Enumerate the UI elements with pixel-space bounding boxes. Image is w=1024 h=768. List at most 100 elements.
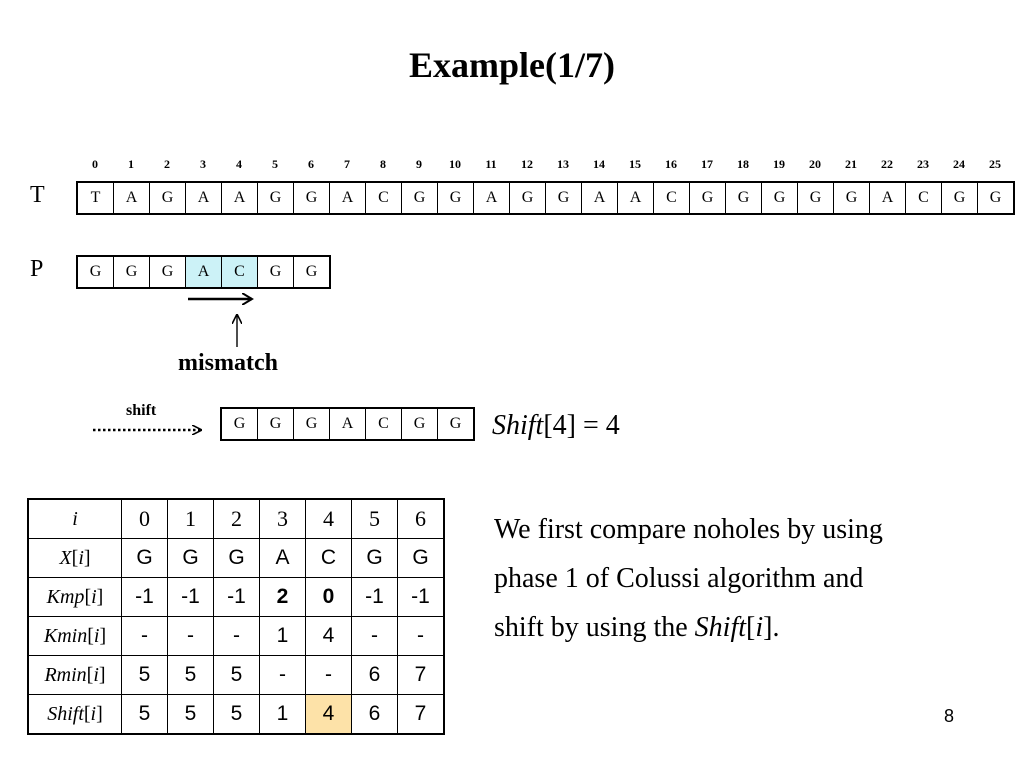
slide-title: Example(1/7) xyxy=(409,45,615,85)
index-number: 22 xyxy=(881,157,893,171)
pattern-cell: G xyxy=(113,255,150,289)
page-number: 8 xyxy=(944,706,955,726)
table-cell: G xyxy=(213,538,260,578)
table-header-cell: 5 xyxy=(351,498,398,539)
description-line-2: phase 1 of Colussi algorithm and xyxy=(494,563,864,594)
text-cell: G xyxy=(797,181,834,215)
text-cell: T xyxy=(76,181,114,215)
pattern-cell: G xyxy=(257,255,294,289)
text-cell: G xyxy=(689,181,726,215)
shifted-pattern-cell: G xyxy=(293,407,330,441)
table-cell: 2 xyxy=(259,577,306,617)
table-cell: - xyxy=(305,655,352,695)
index-number: 5 xyxy=(272,157,278,171)
index-number: 14 xyxy=(593,157,605,171)
index-number: 11 xyxy=(485,157,497,171)
table-cell: 4 xyxy=(305,616,352,656)
index-number: 15 xyxy=(629,157,641,171)
text-cell: C xyxy=(653,181,690,215)
table-cell: 7 xyxy=(397,694,445,735)
table-header-cell: 1 xyxy=(167,498,214,539)
index-number: 0 xyxy=(92,157,98,171)
text-cell: G xyxy=(977,181,1015,215)
mismatch-label: mismatch xyxy=(178,350,278,376)
table-header-cell: 0 xyxy=(121,498,168,539)
description-line-3: shift by using the Shift[i]. xyxy=(494,612,780,643)
index-number: 6 xyxy=(308,157,314,171)
pattern-label: P xyxy=(30,256,44,282)
table-cell: C xyxy=(305,538,352,578)
row-header: i xyxy=(27,498,122,539)
shift-equation-func: Shift xyxy=(492,410,544,441)
table-cell: 5 xyxy=(121,655,168,695)
table-cell: G xyxy=(351,538,398,578)
index-number: 17 xyxy=(701,157,713,171)
pattern-cell: A xyxy=(185,255,222,289)
table-cell: - xyxy=(213,616,260,656)
table-cell: 5 xyxy=(213,694,260,735)
table-cell: - xyxy=(167,616,214,656)
index-number: 4 xyxy=(236,157,242,171)
table-cell: - xyxy=(259,655,306,695)
table-cell: 5 xyxy=(167,694,214,735)
index-number: 18 xyxy=(737,157,749,171)
index-number: 1 xyxy=(128,157,134,171)
index-number: 16 xyxy=(665,157,677,171)
index-number: 12 xyxy=(521,157,533,171)
shifted-pattern-cell: A xyxy=(329,407,366,441)
index-number: 24 xyxy=(953,157,965,171)
description-line-3-prefix: shift by using the xyxy=(494,612,695,643)
text-cell: A xyxy=(329,181,366,215)
table-cell: 6 xyxy=(351,655,398,695)
table-cell: 4 xyxy=(305,694,352,735)
table-cell: G xyxy=(121,538,168,578)
text-cell: G xyxy=(545,181,582,215)
index-number: 23 xyxy=(917,157,929,171)
pattern-cell: G xyxy=(293,255,331,289)
index-number: 9 xyxy=(416,157,422,171)
table-cell: - xyxy=(351,616,398,656)
index-number: 20 xyxy=(809,157,821,171)
description: We first compare noholes by using phase … xyxy=(494,505,994,652)
shifted-pattern-cell: G xyxy=(220,407,258,441)
row-header: X[i] xyxy=(27,538,122,578)
description-func: Shift xyxy=(694,612,747,643)
text-cell: G xyxy=(401,181,438,215)
table-header-cell: 2 xyxy=(213,498,260,539)
description-line-1: We first compare noholes by using xyxy=(494,514,883,545)
text-cell: G xyxy=(509,181,546,215)
table-cell: 1 xyxy=(259,616,306,656)
pattern-cell: C xyxy=(221,255,258,289)
table-cell: -1 xyxy=(167,577,214,617)
shift-label: shift xyxy=(126,402,157,419)
table-cell: 6 xyxy=(351,694,398,735)
shifted-pattern-cell: C xyxy=(365,407,402,441)
shifted-pattern-cell: G xyxy=(437,407,475,441)
text-cell: G xyxy=(833,181,870,215)
table-cell: - xyxy=(121,616,168,656)
text-cell: G xyxy=(257,181,294,215)
text-cell: A xyxy=(113,181,150,215)
shift-equation-rest: [4] = 4 xyxy=(543,410,620,441)
table-cell: - xyxy=(397,616,445,656)
description-line-3-suffix: . xyxy=(772,612,780,643)
index-number: 21 xyxy=(845,157,857,171)
shifted-pattern-cell: G xyxy=(401,407,438,441)
index-number: 7 xyxy=(344,157,350,171)
text-cell: A xyxy=(185,181,222,215)
index-number: 2 xyxy=(164,157,170,171)
table-cell: 5 xyxy=(213,655,260,695)
table-cell: 1 xyxy=(259,694,306,735)
pattern-cell: G xyxy=(149,255,186,289)
text-cell: G xyxy=(149,181,186,215)
table-header-cell: 3 xyxy=(259,498,306,539)
